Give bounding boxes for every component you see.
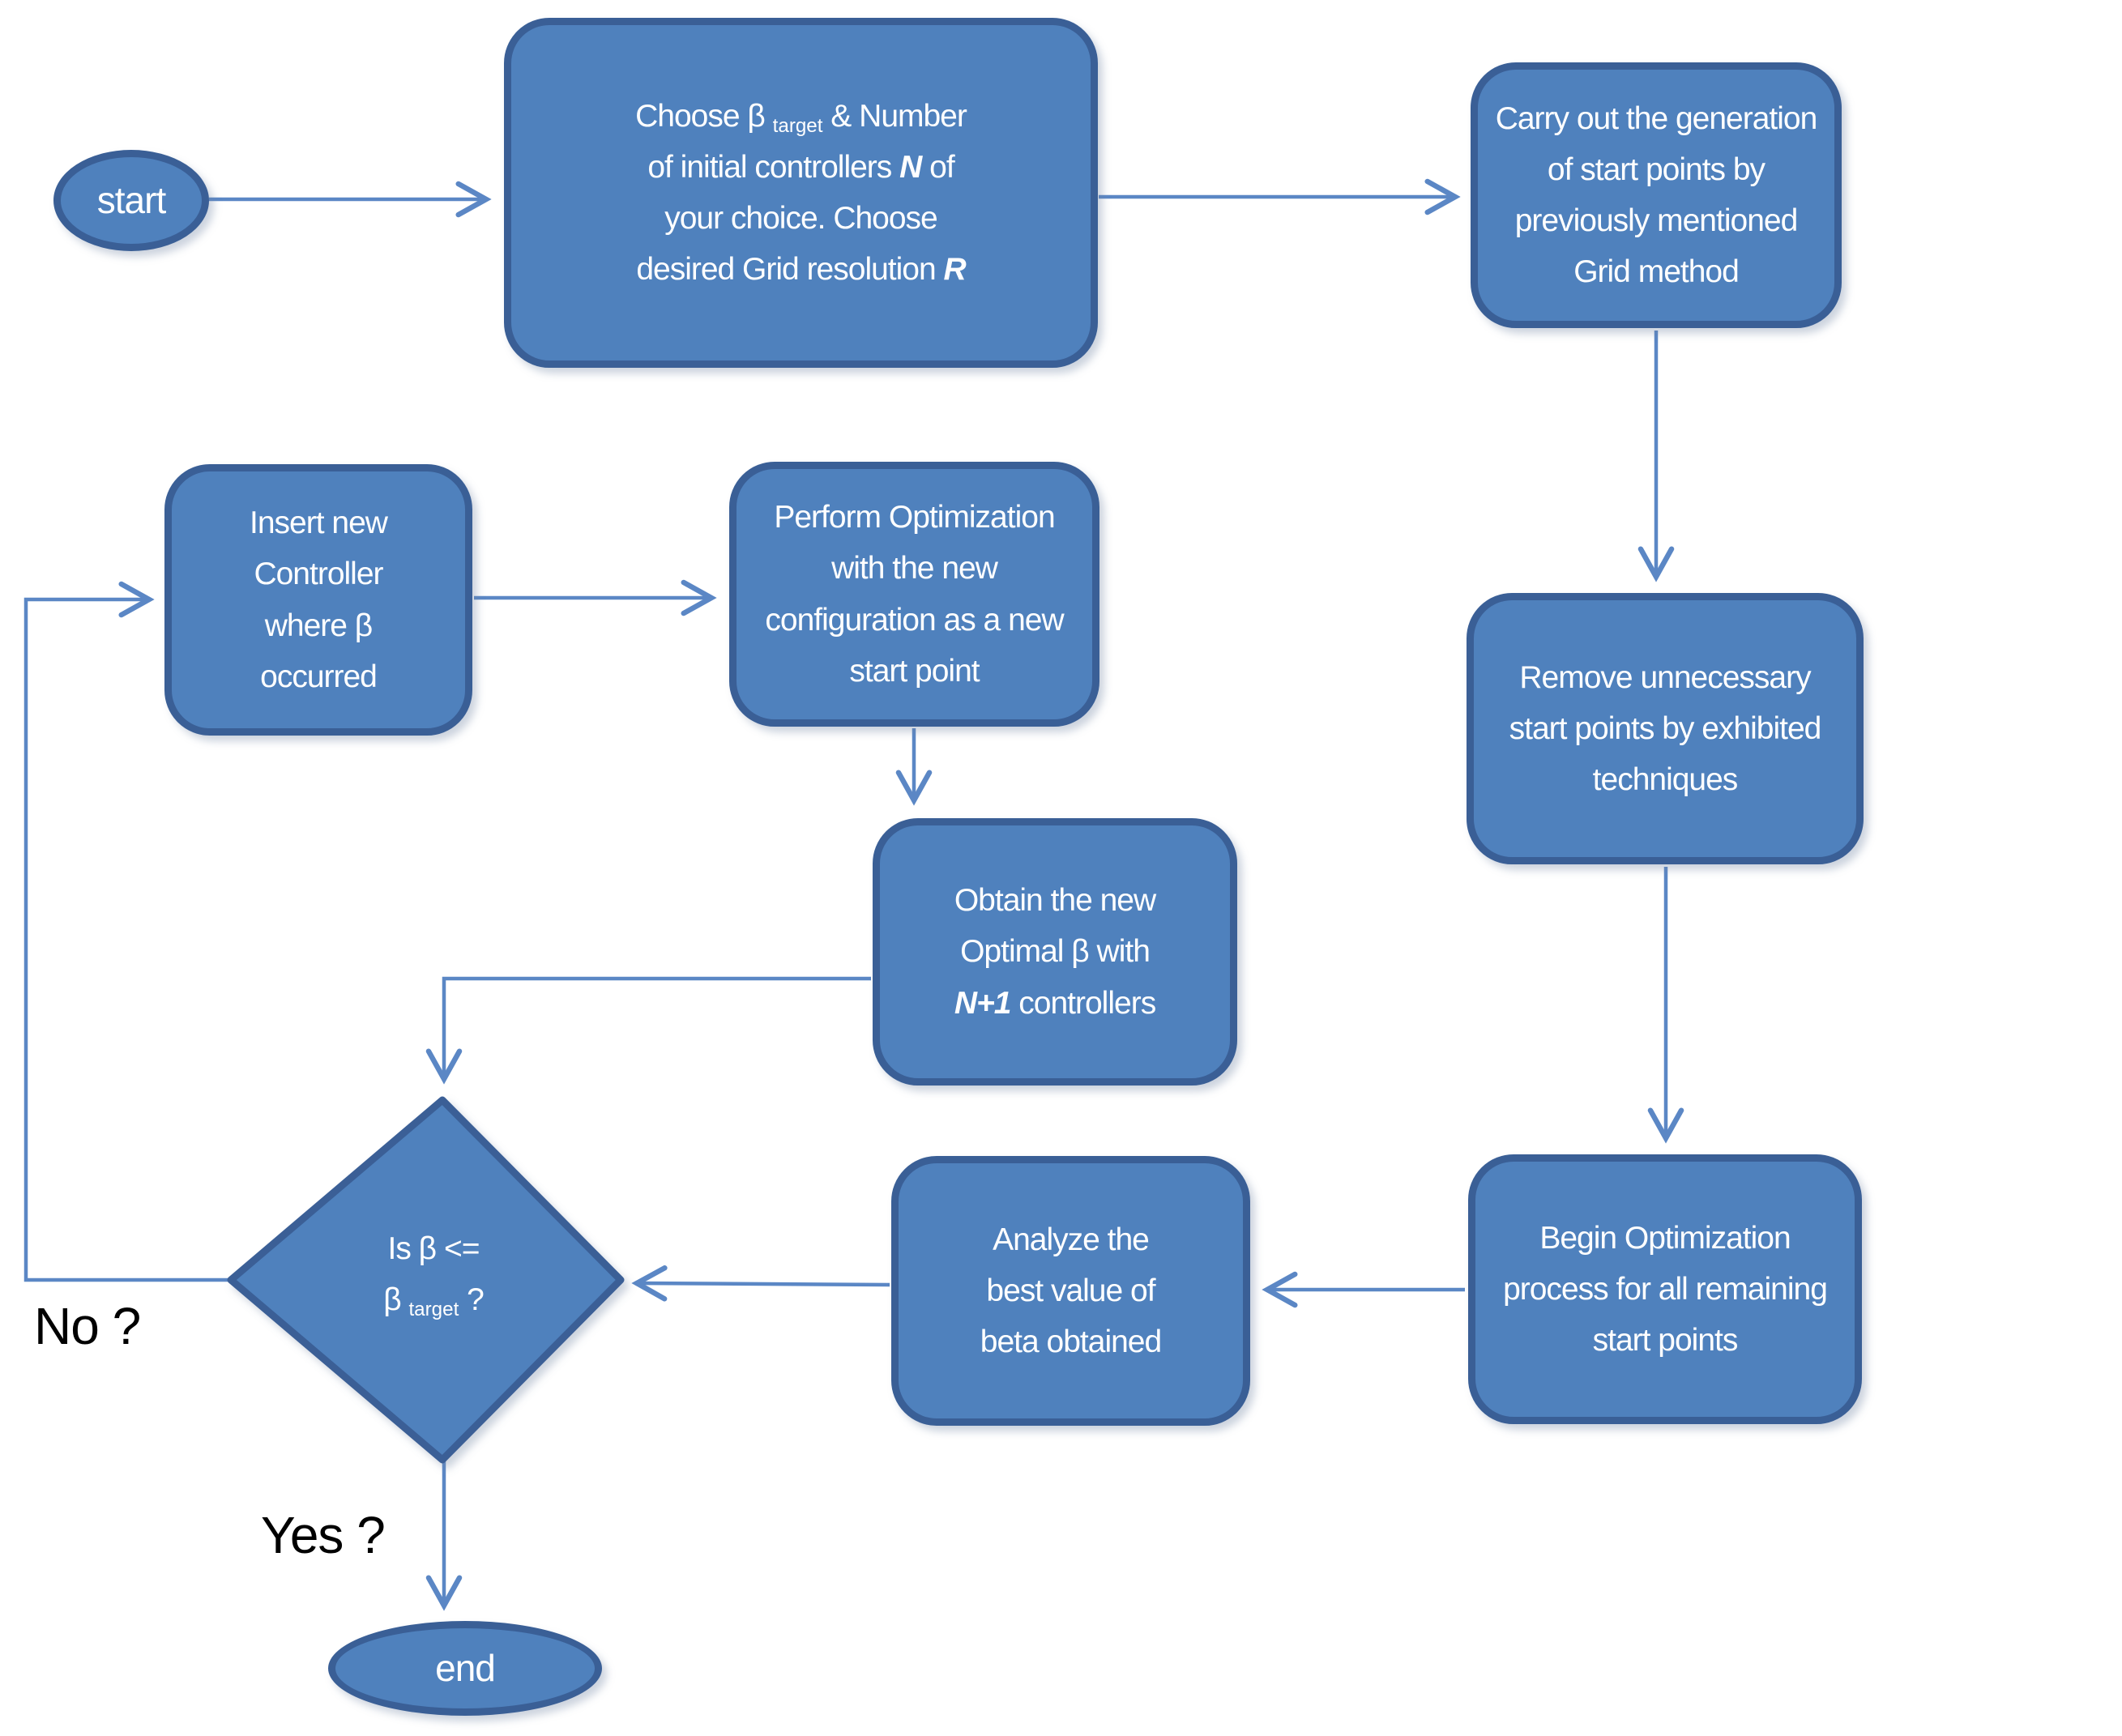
branch-label-yes: Yes ? [261,1506,386,1564]
start-label: start [96,179,166,222]
connector-analyze-to-decision [631,1265,890,1302]
connector-decision-to-insert-no [23,581,229,1282]
end-label: end [435,1647,496,1690]
decision-text: Is β <=β target ? [383,1231,485,1320]
connector-obtain-to-decision [425,976,871,1085]
start-terminator: start [53,150,209,251]
decision-diamond-shape [227,1096,625,1464]
end-terminator: end [328,1621,602,1716]
branch-label-no: No ? [34,1297,141,1355]
